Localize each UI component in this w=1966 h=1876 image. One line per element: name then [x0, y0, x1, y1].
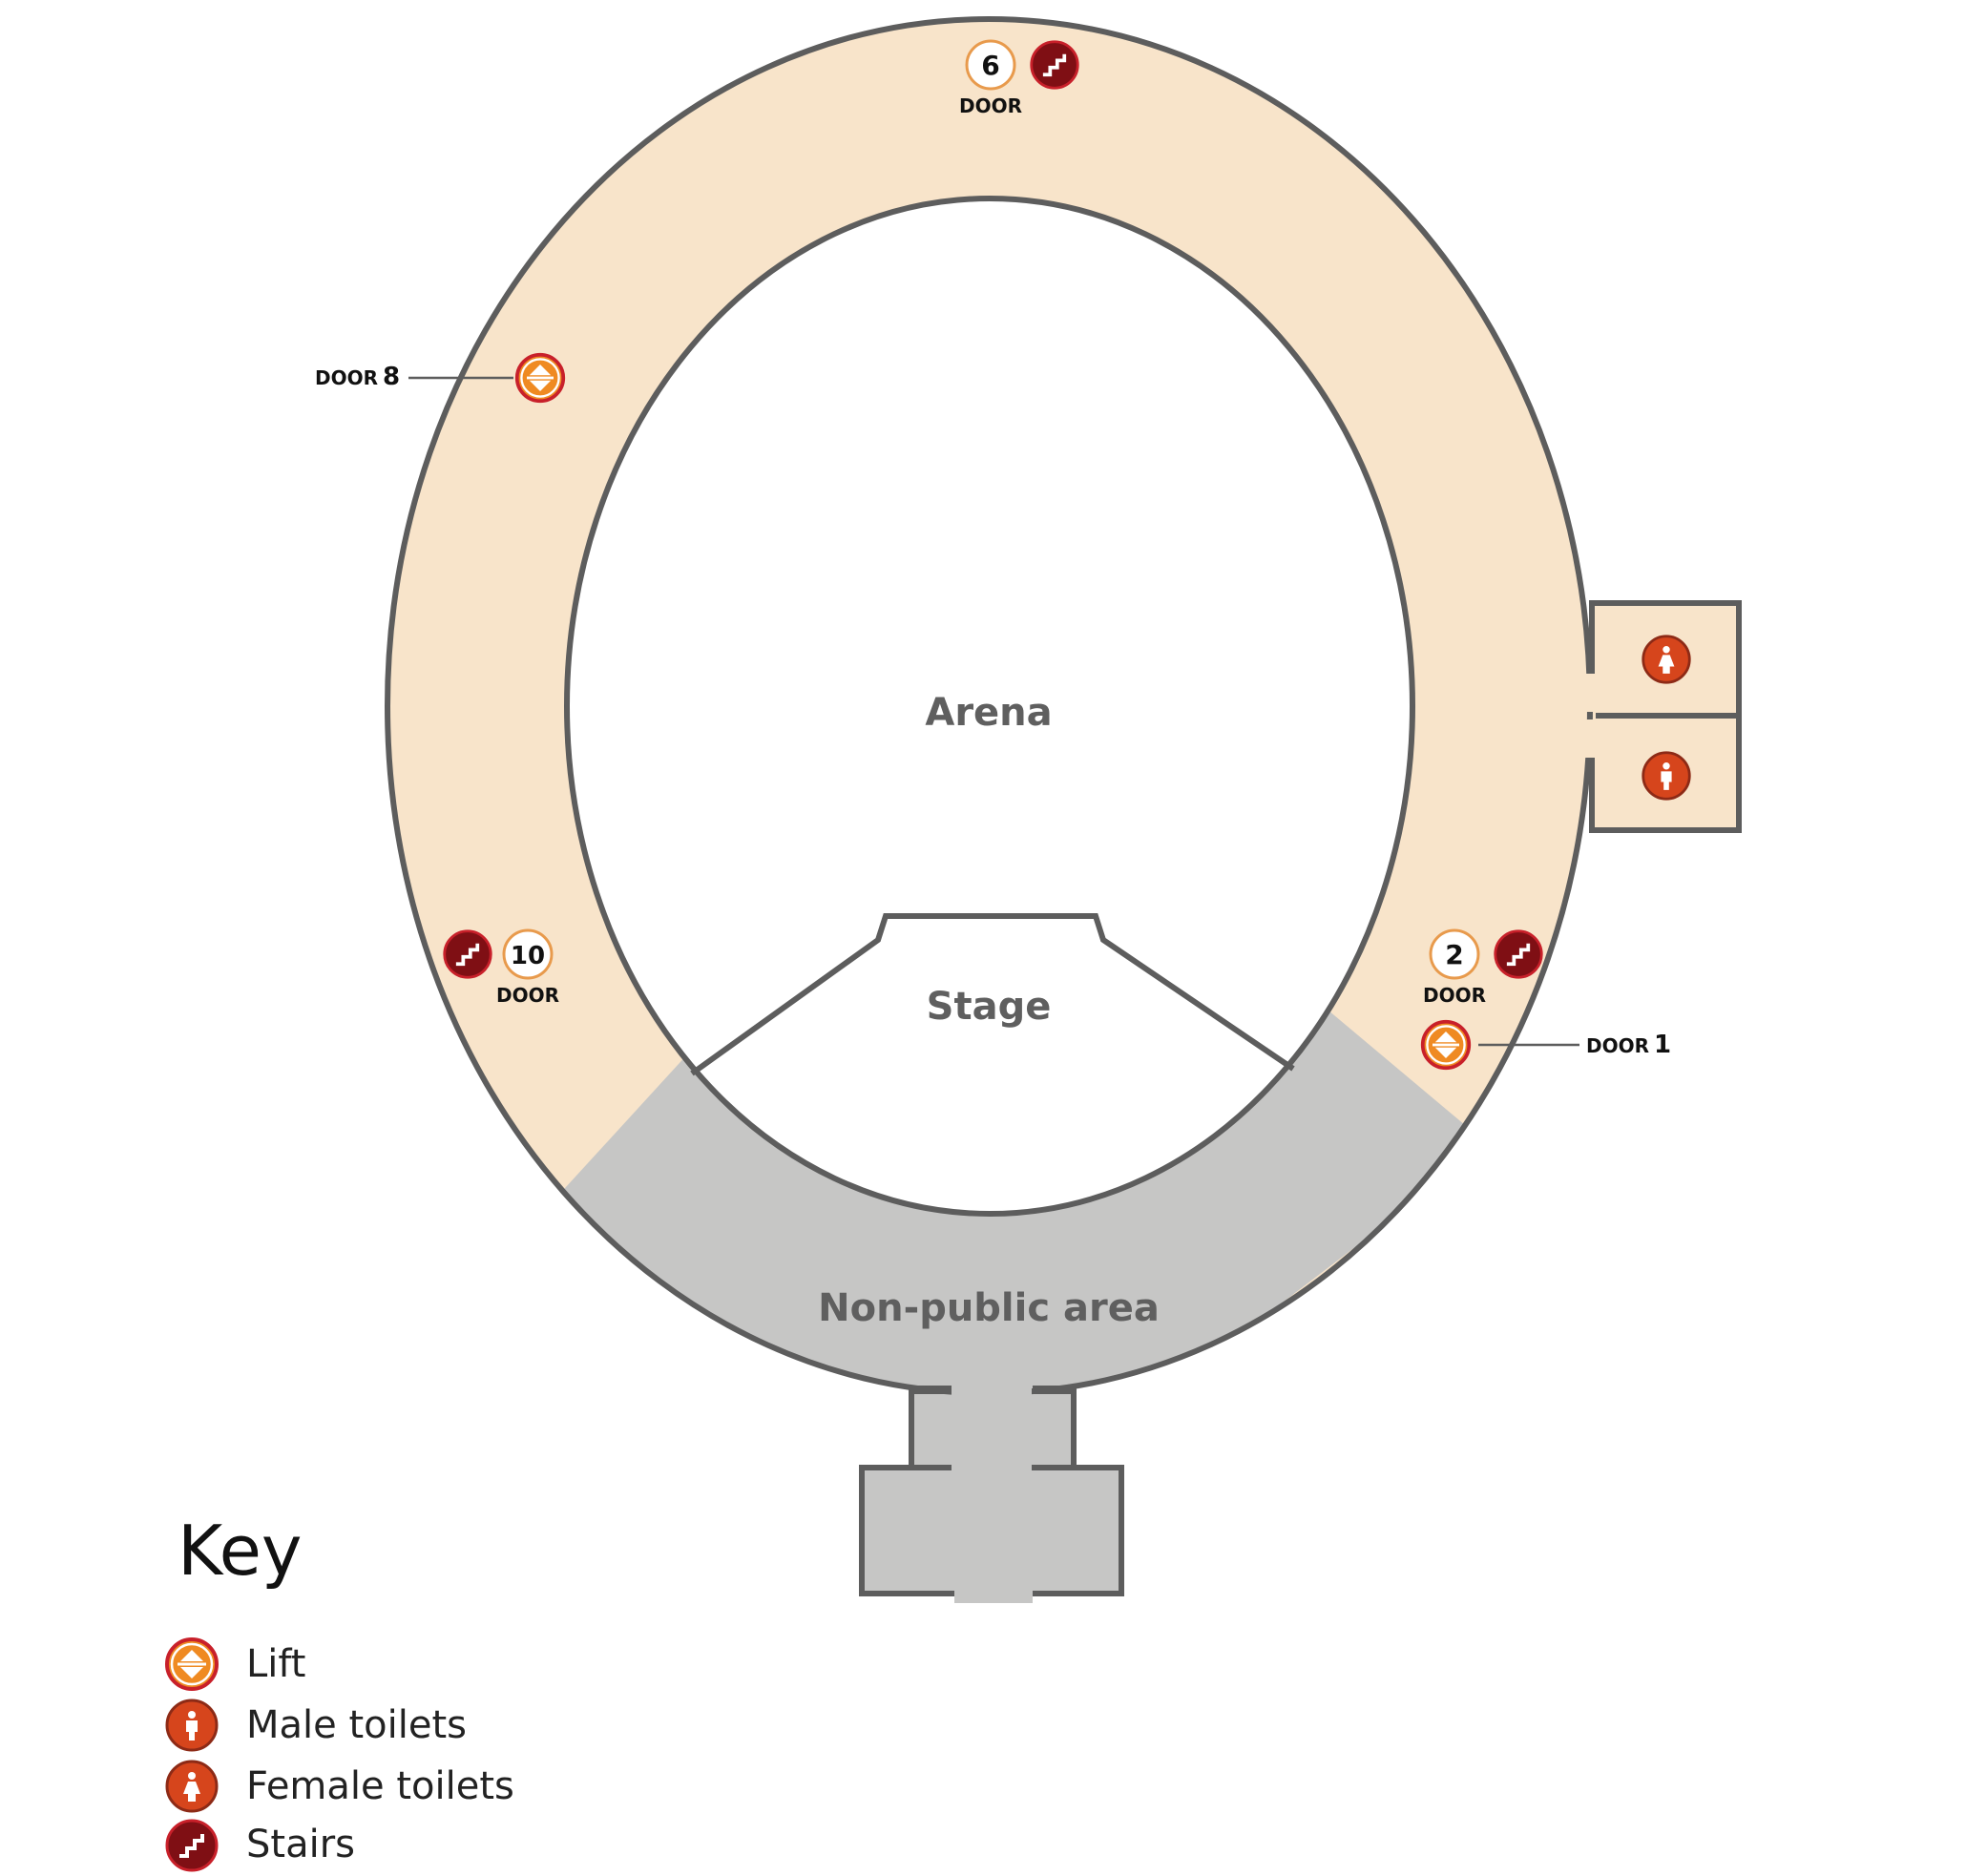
door-1-word: DOOR [1586, 1034, 1649, 1057]
door-2: 2 DOOR [1423, 928, 1486, 1007]
map-key: Key Lift Male toilets Female toilets Sta… [165, 1511, 514, 1872]
female-toilets-icon-annex [1642, 635, 1691, 684]
stage-label: Stage [927, 985, 1052, 1029]
key-label-lift: Lift [246, 1642, 305, 1686]
door-6-badge [965, 39, 1016, 91]
door-2-number: 2 [1445, 939, 1463, 970]
door-6-word: DOOR [959, 94, 1022, 117]
door-10-word: DOOR [496, 984, 559, 1007]
arena-label: Arena [925, 691, 1052, 735]
male-toilets-icon [165, 1699, 219, 1752]
non-public-area-label: Non-public area [818, 1286, 1160, 1330]
male-toilets-icon-annex [1642, 751, 1691, 801]
door-10-badge [502, 928, 554, 980]
door-8-number: 8 [383, 363, 400, 391]
door-10-number: 10 [511, 942, 545, 970]
door-1-number: 1 [1654, 1031, 1671, 1059]
stairs-icon-door-2 [1493, 928, 1544, 980]
key-label-male-toilets: Male toilets [246, 1703, 467, 1747]
arena-wall [564, 196, 1415, 1217]
female-toilets-icon [165, 1760, 219, 1813]
door-1: DOOR 1 [1478, 1031, 1671, 1059]
stairs-icon-door-10 [442, 928, 493, 980]
door-10: 10 DOOR [496, 928, 559, 1007]
lift-icon [165, 1637, 219, 1691]
door-2-word: DOOR [1423, 984, 1486, 1007]
door-8: DOOR 8 [315, 363, 513, 391]
key-title: Key [178, 1511, 303, 1591]
stairs-icon [165, 1819, 219, 1872]
stage-outline [690, 913, 1295, 1076]
key-label-stairs: Stairs [246, 1823, 355, 1866]
key-label-female-toilets: Female toilets [246, 1764, 514, 1808]
door-2-badge [1429, 928, 1480, 980]
door-6: 6 DOOR [959, 39, 1022, 117]
lift-icon-door-8 [514, 352, 566, 404]
lift-icon-door-1 [1420, 1019, 1472, 1071]
stairs-icon-door-6 [1029, 39, 1080, 91]
door-6-number: 6 [981, 50, 999, 81]
door-8-word: DOOR [315, 366, 378, 389]
